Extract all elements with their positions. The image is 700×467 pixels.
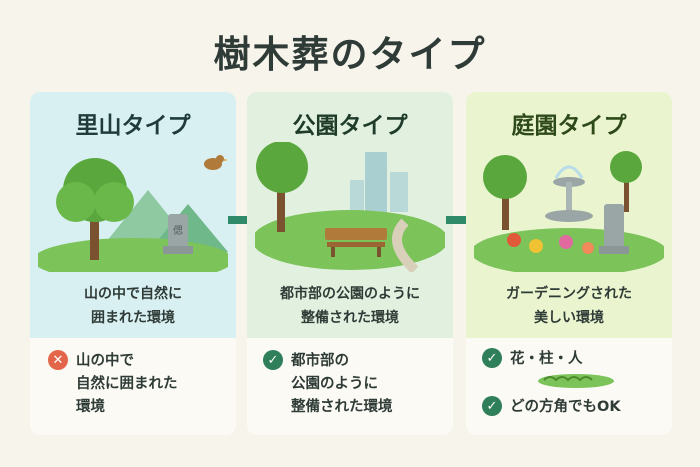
card-park: 公園タイプ 都市部の公園のように 整備された環境 ✓ 都市部の 公園のように 整…: [247, 92, 453, 435]
satoyama-illustration: 偲: [38, 155, 228, 272]
fountain-icon: [545, 165, 593, 222]
garden-illustration: [474, 151, 664, 272]
card-title: 里山タイプ: [75, 113, 191, 139]
shrub-icon: [538, 374, 614, 388]
card-features: ✕ 山の中で 自然に囲まれた 環境: [30, 338, 236, 435]
card-satoyama: 里山タイプ 偲 山の中で自然に 囲まれた環境 ✕ 山の中で 自然に囲まれた 環境: [30, 92, 236, 435]
feature-item: ✓ どの方角でもOK: [482, 396, 621, 419]
card-title: 公園タイプ: [292, 113, 408, 139]
feature-item: ✓ 花・柱・人: [482, 348, 583, 371]
bird-icon: [204, 155, 228, 170]
stone-inscription: 偲: [173, 225, 183, 237]
x-mark-icon: ✕: [48, 350, 68, 370]
card-description: 山の中で自然に 囲まれた環境: [84, 286, 182, 326]
card-features: ✓ 都市部の 公園のように 整備された環境: [247, 338, 453, 435]
feature-item: ✕ 山の中で 自然に囲まれた 環境: [48, 350, 178, 419]
check-mark-icon: ✓: [263, 350, 283, 370]
card-title: 庭園タイプ: [511, 113, 627, 139]
check-mark-icon: ✓: [482, 348, 502, 368]
park-illustration: [255, 142, 445, 272]
check-mark-icon: ✓: [482, 396, 502, 416]
card-features: ✓ 花・柱・人 ✓ どの方角でもOK: [466, 338, 672, 435]
card-description: 都市部の公園のように 整備された環境: [280, 286, 420, 326]
card-garden: 庭園タイプ ガーデニングされた 美しい環境 ✓ 花・柱・人: [466, 92, 672, 435]
page-title: 樹木葬のタイプ: [213, 33, 487, 76]
feature-item: ✓ 都市部の 公園のように 整備された環境: [263, 350, 393, 419]
card-description: ガーデニングされた 美しい環境: [506, 286, 632, 326]
